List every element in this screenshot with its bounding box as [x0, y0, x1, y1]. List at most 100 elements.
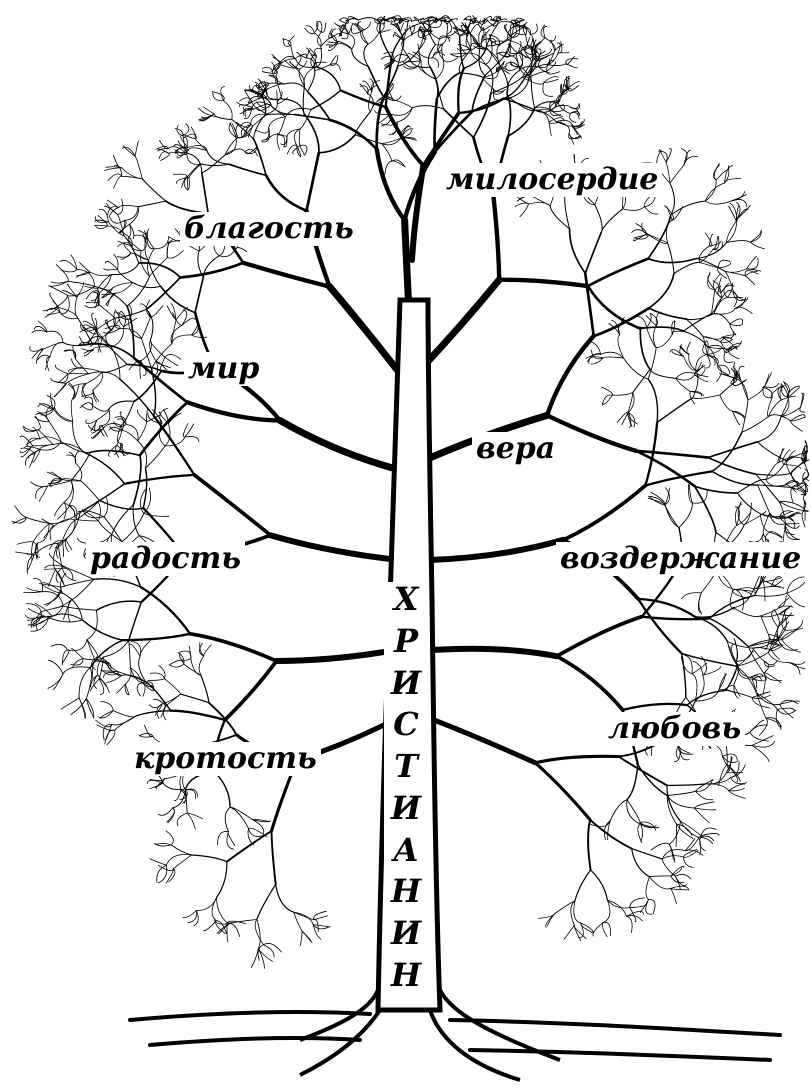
twig	[207, 151, 229, 165]
twig	[86, 420, 97, 424]
branch	[499, 280, 588, 286]
twig	[282, 99, 304, 114]
twig	[603, 922, 610, 935]
twig	[99, 305, 115, 318]
twig	[61, 442, 90, 453]
twig	[93, 373, 103, 391]
twig	[549, 122, 551, 136]
twig	[166, 831, 173, 845]
twig	[58, 374, 68, 383]
twig	[186, 790, 195, 799]
twig	[788, 513, 801, 516]
twig	[433, 58, 439, 68]
twig	[451, 53, 466, 54]
twig	[141, 317, 150, 338]
twig	[730, 203, 737, 219]
twig	[262, 71, 273, 74]
twig	[781, 407, 801, 417]
twig	[120, 412, 126, 425]
twig	[753, 647, 771, 649]
twig	[753, 648, 765, 661]
twig	[755, 593, 787, 596]
twig	[504, 99, 535, 110]
twig	[294, 912, 314, 919]
twig	[385, 161, 392, 174]
twig	[224, 101, 233, 120]
twig	[115, 417, 126, 425]
twig	[62, 650, 67, 665]
twig	[129, 641, 131, 668]
twig	[87, 640, 95, 662]
twig	[71, 399, 72, 422]
twig	[368, 33, 379, 44]
twig	[629, 392, 635, 412]
twig	[737, 666, 750, 677]
twig	[665, 505, 679, 528]
twig	[138, 201, 165, 207]
twig	[632, 849, 663, 859]
twig	[726, 665, 738, 691]
twig	[646, 877, 650, 900]
twig	[160, 141, 169, 149]
twig	[729, 791, 746, 799]
twig	[627, 765, 638, 800]
twig	[76, 463, 82, 481]
twig	[531, 81, 534, 108]
twig	[570, 114, 576, 123]
twig	[719, 689, 736, 694]
twig	[705, 784, 728, 791]
branch	[557, 656, 623, 710]
twig	[692, 663, 707, 674]
twig	[564, 925, 574, 939]
twig	[175, 129, 183, 136]
twig	[730, 591, 734, 609]
twig	[703, 337, 722, 339]
trunk-letter: И	[391, 791, 421, 825]
twig	[675, 874, 691, 879]
twig	[149, 704, 162, 708]
twig	[308, 70, 315, 92]
twig	[730, 319, 743, 324]
twig	[107, 675, 122, 682]
twig	[100, 501, 144, 510]
twig	[397, 108, 412, 122]
branch	[141, 587, 191, 634]
twig	[510, 78, 529, 99]
twig	[744, 511, 766, 525]
twig	[146, 278, 180, 310]
twig	[568, 81, 579, 88]
twig	[313, 925, 321, 940]
twig	[720, 395, 733, 411]
branch	[458, 68, 464, 113]
twig	[49, 570, 56, 587]
twig	[99, 657, 103, 679]
twig	[278, 135, 285, 147]
twig	[227, 832, 234, 850]
twig	[680, 821, 698, 837]
branch	[430, 540, 564, 560]
twig	[501, 19, 507, 20]
twig	[177, 813, 187, 826]
twig	[670, 183, 675, 215]
branch	[277, 650, 397, 661]
twig	[154, 236, 169, 248]
twig	[649, 900, 656, 914]
twig	[646, 900, 652, 915]
twig	[173, 174, 187, 176]
twig	[203, 921, 216, 931]
twig	[187, 813, 195, 829]
branch	[270, 535, 398, 560]
twig	[229, 164, 266, 175]
twig	[650, 877, 671, 889]
twig	[122, 431, 137, 442]
twig	[51, 393, 54, 409]
twig	[393, 100, 412, 108]
twig	[627, 916, 633, 932]
twig	[352, 49, 369, 66]
branch	[434, 720, 535, 763]
twig	[750, 230, 761, 242]
twig	[742, 417, 768, 433]
twig	[161, 286, 196, 312]
twig	[39, 486, 48, 501]
twig	[778, 640, 798, 651]
